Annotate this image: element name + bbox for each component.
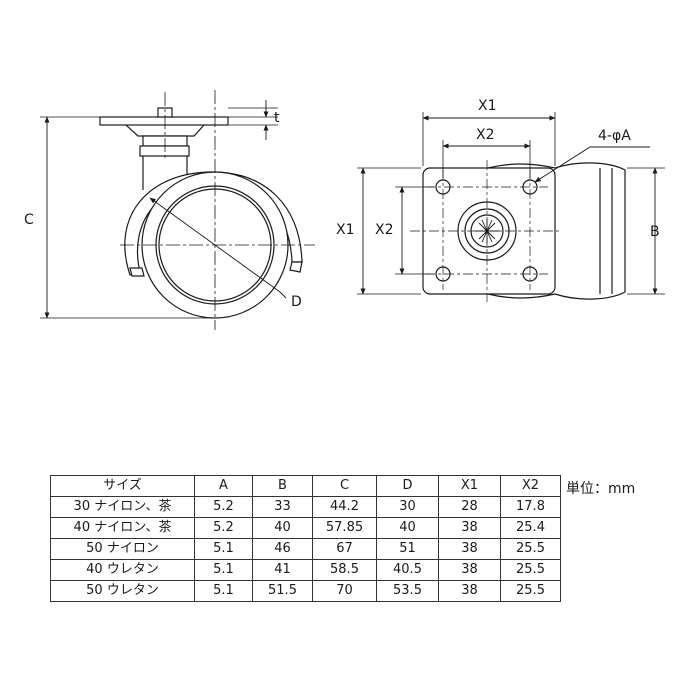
cell-c: 44.2 <box>312 496 377 518</box>
cell-b: 41 <box>252 559 313 581</box>
d-label: D <box>291 294 302 310</box>
cell-x2: 25.5 <box>500 538 561 560</box>
header-a: A <box>194 475 253 497</box>
hole-label: 4-φA <box>598 128 631 144</box>
cell-d: 40.5 <box>376 559 439 581</box>
table-header-row: サイズ A B C D X1 X2 <box>50 475 561 497</box>
cell-a: 5.2 <box>194 517 253 539</box>
cell-x1: 38 <box>438 517 501 539</box>
x1-top-label: X1 <box>478 98 497 114</box>
cell-size: 30 ナイロン、茶 <box>50 496 195 518</box>
unit-label: 単位：mm <box>566 481 636 497</box>
spec-table: サイズ A B C D X1 X2 30 ナイロン、茶 5.2 33 44.2 … <box>50 475 561 602</box>
cell-x2: 17.8 <box>500 496 561 518</box>
cell-x1: 38 <box>438 580 501 602</box>
header-size: サイズ <box>50 475 195 497</box>
header-d: D <box>376 475 439 497</box>
x1-side-label: X1 <box>336 222 355 238</box>
top-center-lines <box>410 160 560 302</box>
side-view <box>40 90 315 330</box>
cell-a: 5.1 <box>194 580 253 602</box>
cell-a: 5.1 <box>194 538 253 560</box>
cell-d: 51 <box>376 538 439 560</box>
table-row: 50 ウレタン 5.1 51.5 70 53.5 38 25.5 <box>50 580 561 602</box>
c-label: C <box>24 212 34 228</box>
hole-leader <box>534 146 650 183</box>
table-row: 40 ナイロン、茶 5.2 40 57.85 40 38 25.4 <box>50 517 561 539</box>
cell-x1: 38 <box>438 559 501 581</box>
header-c: C <box>312 475 377 497</box>
cell-c: 70 <box>312 580 377 602</box>
header-x1: X1 <box>438 475 501 497</box>
d-dimension-line <box>149 197 281 293</box>
cell-b: 51.5 <box>252 580 313 602</box>
x2-side-label: X2 <box>375 222 394 238</box>
x2-top-label: X2 <box>476 127 495 143</box>
cell-size: 40 ナイロン、茶 <box>50 517 195 539</box>
cell-b: 40 <box>252 517 313 539</box>
cell-b: 33 <box>252 496 313 518</box>
cell-x2: 25.5 <box>500 559 561 581</box>
top-view <box>357 112 665 302</box>
table-row: 50 ナイロン 5.1 46 67 51 38 25.5 <box>50 538 561 560</box>
cell-x2: 25.4 <box>500 517 561 539</box>
cell-c: 57.85 <box>312 517 377 539</box>
cell-size: 50 ナイロン <box>50 538 195 560</box>
cell-d: 53.5 <box>376 580 439 602</box>
header-x2: X2 <box>500 475 561 497</box>
cell-a: 5.2 <box>194 496 253 518</box>
cell-x1: 28 <box>438 496 501 518</box>
side-center-lines <box>120 90 315 330</box>
cell-size: 50 ウレタン <box>50 580 195 602</box>
cell-x2: 25.5 <box>500 580 561 602</box>
cell-b: 46 <box>252 538 313 560</box>
caster-technical-drawing: C t D <box>24 90 665 330</box>
mounting-plate <box>99 107 229 137</box>
table-row: 40 ウレタン 5.1 41 58.5 40.5 38 25.5 <box>50 559 561 581</box>
cell-size: 40 ウレタン <box>50 559 195 581</box>
wheel-profile <box>487 162 626 300</box>
header-b: B <box>252 475 313 497</box>
table-row: 30 ナイロン、茶 5.2 33 44.2 30 28 17.8 <box>50 496 561 518</box>
cell-d: 30 <box>376 496 439 518</box>
cell-a: 5.1 <box>194 559 253 581</box>
cell-c: 58.5 <box>312 559 377 581</box>
t-label: t <box>274 110 280 126</box>
cell-c: 67 <box>312 538 377 560</box>
cell-x1: 38 <box>438 538 501 560</box>
b-label: B <box>650 224 660 240</box>
cell-d: 40 <box>376 517 439 539</box>
